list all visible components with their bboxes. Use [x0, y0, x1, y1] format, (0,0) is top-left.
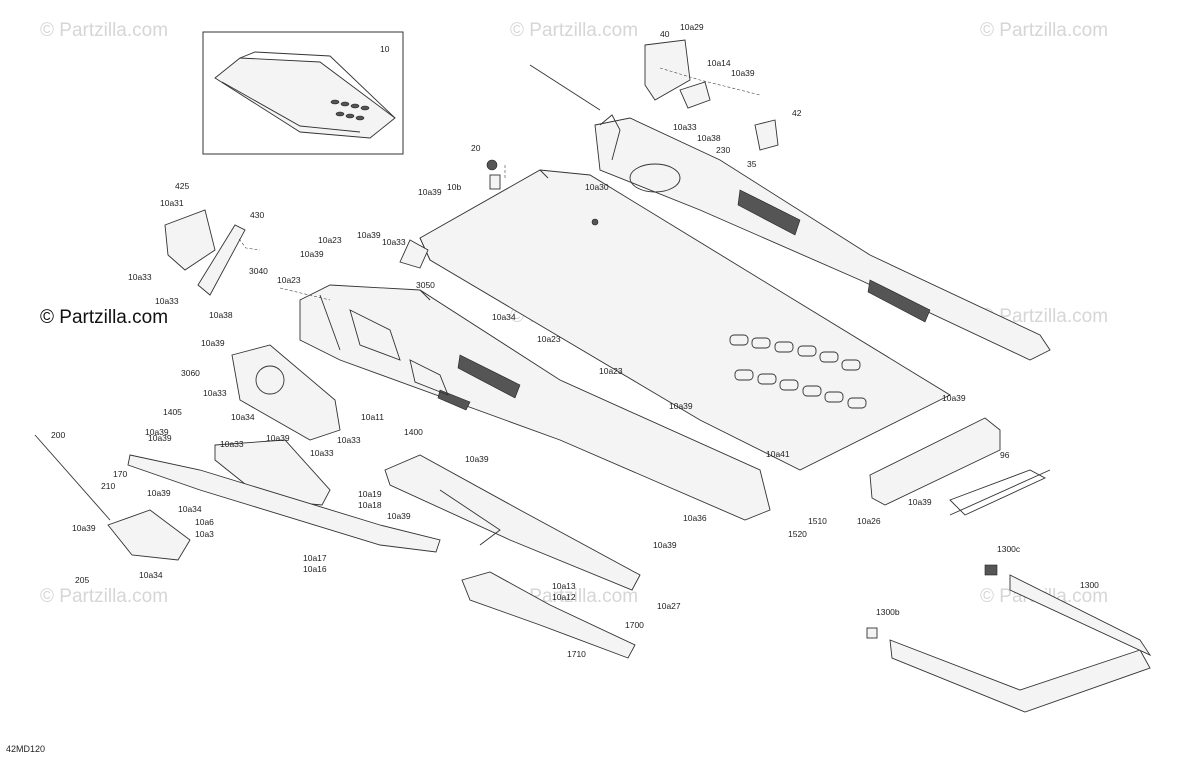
tunnel-plate	[399, 159, 951, 471]
part-label: 10a33	[673, 122, 697, 132]
front-brackets	[34, 209, 246, 561]
part-label: 10a39	[387, 511, 411, 521]
part-label: 10a39	[357, 230, 381, 240]
part-label: 1300c	[997, 544, 1021, 554]
part-label: 10a38	[209, 310, 233, 320]
part-label: 10a33	[310, 448, 334, 458]
inset-box	[202, 31, 404, 155]
part-label: 3060	[181, 368, 200, 378]
watermark: © Partzilla.com	[980, 20, 1108, 41]
part-label: 10a23	[599, 366, 623, 376]
part-label: 10a17	[303, 553, 327, 563]
part-label: 210	[101, 481, 115, 491]
part-label: 10a6	[195, 517, 214, 527]
part-label: 10a39	[148, 433, 172, 443]
part-label: 96	[1000, 450, 1010, 460]
part-label: 10a34	[231, 412, 255, 422]
part-label: 10a39	[669, 401, 693, 411]
part-label: 10a19	[358, 489, 382, 499]
part-label: 3050	[416, 280, 435, 290]
part-label: 10a33	[382, 237, 406, 247]
right-rail	[529, 39, 1051, 361]
part-label: 10a36	[683, 513, 707, 523]
rear-parts	[866, 417, 1152, 713]
part-label: 10a13	[552, 581, 576, 591]
part-label: 10a33	[128, 272, 152, 282]
part-label: 10a18	[358, 500, 382, 510]
part-label: 20	[471, 143, 481, 153]
part-label: 10a34	[178, 504, 202, 514]
part-label: 10a39	[266, 433, 290, 443]
part-label: 3040	[249, 266, 268, 276]
part-label: 1520	[788, 529, 807, 539]
part-label: 10a31	[160, 198, 184, 208]
part-label: 10a39	[145, 427, 169, 437]
part-label: 35	[747, 159, 757, 169]
rail-strips	[127, 454, 641, 659]
part-label: 1300	[1080, 580, 1099, 590]
diagram-code: 42MD120	[6, 744, 45, 754]
part-label: 10a39	[300, 249, 324, 259]
part-label: 170	[113, 469, 127, 479]
part-label: 10a33	[203, 388, 227, 398]
part-label: 10a39	[201, 338, 225, 348]
leader-lines	[238, 67, 761, 301]
part-label: 1300b	[876, 607, 900, 617]
part-label: 1510	[808, 516, 827, 526]
part-label: 10a27	[657, 601, 681, 611]
part-label: 1405	[163, 407, 182, 417]
part-label: 10a39	[72, 523, 96, 533]
part-label: 10a29	[680, 22, 704, 32]
part-label: 425	[175, 181, 189, 191]
part-label: 10a23	[537, 334, 561, 344]
part-label: 10a33	[337, 435, 361, 445]
part-label: 10a34	[139, 570, 163, 580]
part-label: 10a38	[697, 133, 721, 143]
part-label: 10a39	[147, 488, 171, 498]
part-labels: 10 40 10a29 10a14 10a39 42 10a33 10a38 2…	[51, 22, 1099, 659]
part-label: 42	[792, 108, 802, 118]
part-label: 10a39	[942, 393, 966, 403]
part-label: 10a33	[155, 296, 179, 306]
part-label: 40	[660, 29, 670, 39]
watermark-main: © Partzilla.com	[40, 307, 168, 328]
part-label: 10a23	[277, 275, 301, 285]
part-label: 10a30	[585, 182, 609, 192]
watermark: © Partzilla.com	[510, 20, 638, 41]
part-label: 10a14	[707, 58, 731, 68]
part-label: 10a12	[552, 592, 576, 602]
part-label: 430	[250, 210, 264, 220]
part-label: 10b	[447, 182, 461, 192]
part-label: 230	[716, 145, 730, 155]
left-rail	[299, 284, 771, 521]
watermark: © Partzilla.com	[40, 20, 168, 41]
part-label: 10a33	[220, 439, 244, 449]
part-label: 10a3	[195, 529, 214, 539]
part-label: 10a26	[857, 516, 881, 526]
part-label: 10a41	[766, 449, 790, 459]
part-label: 205	[75, 575, 89, 585]
part-label: 10a34	[492, 312, 516, 322]
part-label: 10a39	[731, 68, 755, 78]
part-label: 1700	[625, 620, 644, 630]
part-label: 10a39	[418, 187, 442, 197]
watermark: © Partzilla.com	[40, 586, 168, 607]
part-label: 10a11	[361, 412, 384, 422]
part-label: 1400	[404, 427, 423, 437]
part-label: 10	[380, 44, 390, 54]
part-label: 10a23	[318, 235, 342, 245]
part-label: 10a39	[908, 497, 932, 507]
part-label: 10a39	[465, 454, 489, 464]
part-label: 1710	[567, 649, 586, 659]
part-label: 10a16	[303, 564, 327, 574]
left-plate	[214, 344, 341, 506]
part-label: 200	[51, 430, 65, 440]
part-label: 10a39	[653, 540, 677, 550]
